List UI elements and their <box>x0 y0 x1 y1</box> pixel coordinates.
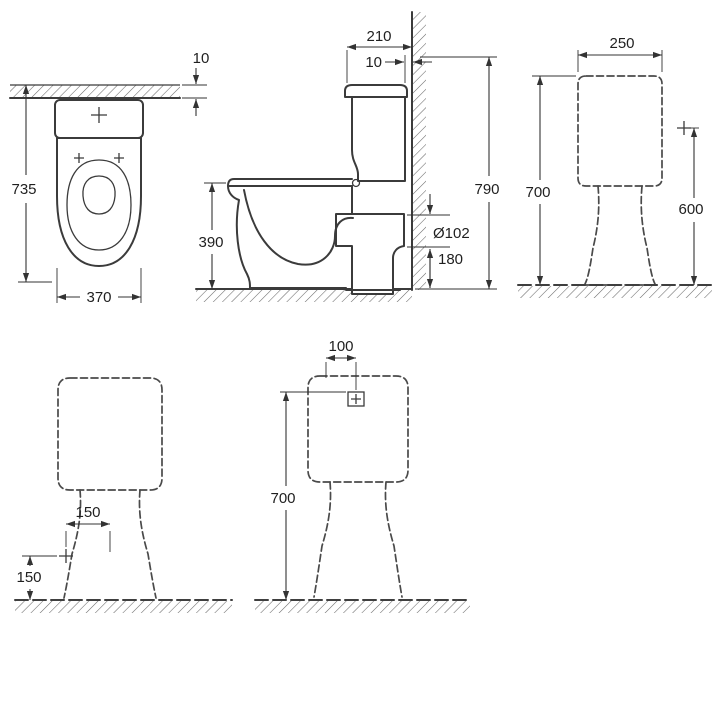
rear-cistern-width-label: 250 <box>609 35 634 52</box>
seat-hinge-markers <box>74 153 124 163</box>
outlet-mask <box>353 248 392 294</box>
floor-hatch <box>518 286 712 298</box>
seat-ring-outline <box>66 159 132 251</box>
rear-height-dimension: 700 <box>525 75 576 285</box>
cistern-crosshair-marker <box>91 107 107 123</box>
side-outlet-diameter-label: Ø102 <box>433 225 470 242</box>
rear-cistern-width-dimension: 250 <box>577 35 663 72</box>
rear-height-label: 700 <box>525 184 550 201</box>
cistern-button-offset-dimension: 100 <box>325 338 357 390</box>
plan-width-dimension: 370 <box>56 268 142 306</box>
side-overall-height-label: 790 <box>474 181 499 198</box>
front-supply-height-dimension: 150 <box>16 555 57 600</box>
side-wall-gap-dimension: 10 <box>365 54 432 83</box>
side-section-view: 210 10 Ø102 180 <box>195 11 500 302</box>
side-outlet-height-dimension: 180 <box>426 251 463 288</box>
side-rim-height-dimension: 390 <box>198 182 226 289</box>
plan-wall-gap-dimension: 10 <box>182 50 209 116</box>
flush-button-crosshair-marker <box>351 394 361 404</box>
plan-depth-dimension: 735 <box>11 85 52 283</box>
rear-supply-height-label: 600 <box>678 201 703 218</box>
floor-hatch <box>15 601 232 613</box>
wall-hatch <box>10 85 180 98</box>
front-supply-height-label: 150 <box>16 569 41 586</box>
cistern-outline <box>577 75 663 187</box>
side-wall-gap-label: 10 <box>365 54 382 71</box>
side-rim-height-label: 390 <box>198 234 223 251</box>
bowl-inner-section <box>243 189 354 266</box>
side-overall-height-dimension: 790 <box>415 56 500 290</box>
front-supply-offset-label: 150 <box>75 504 100 521</box>
pedestal-outline <box>313 481 403 598</box>
outlet-pipe-outline <box>335 213 405 295</box>
pedestal-outline <box>582 185 658 286</box>
bowl-outline <box>56 137 142 267</box>
seat-hinge-marker <box>351 178 361 188</box>
side-outlet-height-label: 180 <box>438 251 463 268</box>
cistern-button-offset-label: 100 <box>328 338 353 355</box>
wall-hatch <box>413 12 426 290</box>
front-view: 150 150 <box>14 377 233 613</box>
rear-view: 250 700 600 <box>517 35 713 298</box>
plan-wall-gap-label: 10 <box>193 50 210 67</box>
plan-view: 10 735 370 <box>9 50 209 306</box>
flush-button-outline <box>347 391 365 407</box>
cistern-front-view: 100 700 <box>254 338 471 613</box>
cistern-outline <box>307 375 409 483</box>
supply-crosshair-marker <box>59 549 73 563</box>
front-supply-offset-dimension: 150 <box>65 504 111 552</box>
cistern-lid-outline <box>344 84 408 98</box>
side-cistern-depth-label: 210 <box>366 28 391 45</box>
bowl-water-outline <box>82 175 116 215</box>
cistern-height-dimension: 700 <box>270 391 346 600</box>
pedestal-front-outline <box>227 185 347 289</box>
supply-crosshair-marker <box>677 121 691 135</box>
seat-lid-lines <box>227 178 353 187</box>
plan-depth-label: 735 <box>11 181 36 198</box>
cistern-height-label: 700 <box>270 490 295 507</box>
pedestal-outline <box>63 489 157 599</box>
plan-width-label: 370 <box>86 289 111 306</box>
side-cistern-depth-dimension: 210 <box>346 28 412 83</box>
cistern-tank-outline <box>351 96 406 182</box>
cistern-outline <box>57 377 163 491</box>
rear-supply-height-dimension: 600 <box>677 121 704 285</box>
floor-hatch <box>255 601 470 613</box>
